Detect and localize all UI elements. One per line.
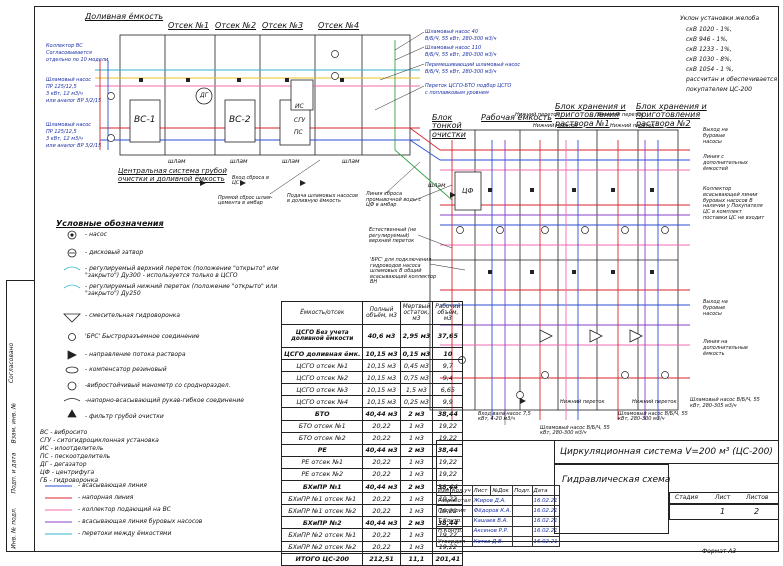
table-row: БХиПР №2 xyxy=(280,516,364,530)
note-value-3: Подача шламовых насосов в доливную ёмкос… xyxy=(287,193,358,204)
table-row: Утвердил xyxy=(436,535,473,548)
cap-h1: Полный объём, м3 xyxy=(362,301,401,325)
table-row: БХиПР №2 отсек №1 xyxy=(280,528,364,542)
note-nijn-3: Нижний переток xyxy=(610,123,655,129)
table-row: РЕ отсек №2 xyxy=(280,467,364,482)
title1-cell xyxy=(554,440,779,464)
note-shlam-2: шлам xyxy=(230,158,248,165)
table-row: Проверил xyxy=(436,505,473,517)
right-side-1: Выход на буровые насосы xyxy=(703,127,728,145)
right-side-4: Выход на буровые насосы xyxy=(703,299,728,317)
tank-ps: ПС xyxy=(294,129,303,136)
tank-is: ИС xyxy=(295,103,304,110)
right-side-6: Шламовый насос В/Б/Ч, 55 кВт, 280-305 м3… xyxy=(690,397,760,409)
left-margin-strip xyxy=(6,280,34,552)
stamp-title2: Гидравлическая схема xyxy=(562,475,671,485)
leader-lines xyxy=(269,31,506,425)
table-row: Разработал xyxy=(436,495,473,507)
tank-vs2: ВС-2 xyxy=(229,115,251,125)
note-reg-perelyv: Естественный (не регулируемый) верхний п… xyxy=(369,227,417,244)
tank-dg: ДГ xyxy=(200,92,209,99)
table-row: ЦСГО доливная ёмк. xyxy=(280,346,364,361)
table-row: ЦСГО отсек №4 xyxy=(280,395,364,409)
stamp-listov: Листов xyxy=(746,494,769,501)
stamp-list-val: 1 xyxy=(720,507,726,516)
stamp-title1: Циркуляционная система V=200 м³ (ЦС-200) xyxy=(560,447,773,457)
lower-pipes xyxy=(394,127,690,420)
lower-block-outline xyxy=(429,129,679,411)
upper-pipes xyxy=(95,40,420,150)
label-bhr2: Блок хранения и приготовления раствора №… xyxy=(636,102,707,128)
stamp-list: Лист xyxy=(715,494,731,501)
note-nijn-1: Нижний переток xyxy=(515,112,560,118)
table-row: БХиПР №1 отсек №1 xyxy=(280,492,364,506)
upper-equipment xyxy=(129,79,314,146)
note-vyhod-pump: Вход вала насос 7,5 кВт, 4-20 м3/ч xyxy=(478,411,531,422)
note-shlam-1: шлам xyxy=(168,158,186,165)
label-ots2: Отсек №2 xyxy=(215,21,257,30)
tank-vs1: ВС-1 xyxy=(134,115,156,125)
lower-equipment xyxy=(454,171,643,343)
flow-arrows xyxy=(200,180,526,404)
label-ots4: Отсек №4 xyxy=(318,21,360,30)
stadia-cell xyxy=(669,492,779,504)
note-shlam-5: шлам xyxy=(428,182,446,189)
tank-cf: ЦФ xyxy=(462,187,474,195)
table-row: БТО отсек №2 xyxy=(280,431,364,445)
table-row: ЦСГО Без учета доливной ёмкости xyxy=(280,324,364,348)
table-row: БХиПР №1 xyxy=(280,480,364,494)
note-shlam-3: шлам xyxy=(282,158,300,165)
capacity-table: Ёмкость/отсек Полный объём, м3 Мертвый о… xyxy=(280,301,464,566)
note-value-1: Вход сброса в ЦС xyxy=(232,175,269,186)
stamp-format: Формат А3 xyxy=(702,548,737,555)
right-side-2: Линия с дополнительных ёмкостей xyxy=(703,154,748,172)
note-nijn-5: Нижний переток xyxy=(632,399,677,405)
table-row: БТО xyxy=(280,407,364,421)
table-row: БХиПР №2 отсек №2 xyxy=(280,540,364,554)
note-verhn-1: Верхний переток xyxy=(598,112,644,118)
tank-sgu: СГУ xyxy=(294,117,306,124)
table-row: РЕ xyxy=(280,443,364,457)
table-row: БХиПР №1 отсек №2 xyxy=(280,504,364,518)
upper-block-outline xyxy=(119,34,411,156)
cap-h3: Рабочий объём, м3 xyxy=(432,301,464,325)
valve-markers xyxy=(139,78,654,274)
table-row: БТО отсек №1 xyxy=(280,419,364,433)
right-side-5: Линия на дополнительные ёмкость xyxy=(703,339,748,357)
legend-title: Условные обозначения xyxy=(56,219,164,228)
table-row: Т.Контр. xyxy=(436,515,473,527)
label-rab: Рабочая ёмкость xyxy=(481,113,552,122)
stamp-table: Изм Кол.уч Лист №Док Подп. Дата Разработ… xyxy=(436,484,560,548)
label-ots3: Отсек №3 xyxy=(262,21,304,30)
table-row: ЦСГО отсек №2 xyxy=(280,371,364,385)
label-bto: Блок тонкой очистки xyxy=(432,113,466,139)
table-row: РЕ отсек №1 xyxy=(280,455,364,469)
cap-h0: Ёмкость/отсек xyxy=(280,301,364,325)
note-brs: 'БРС' для подключения гидроводов насоса … xyxy=(370,257,437,285)
stamp-stadia: Стадия xyxy=(675,494,699,501)
cap-h2: Мертвый остаток, м3 xyxy=(399,301,434,325)
label-ots1: Отсек №1 xyxy=(168,21,210,30)
note-center-system: Центральная система грубой очистки и дол… xyxy=(118,167,227,183)
label-bhr1: Блок хранения и приготовления раствора №… xyxy=(555,102,626,128)
table-row: ЦСГО отсек №1 xyxy=(280,359,364,373)
note-shlam-4: шлам xyxy=(342,158,360,165)
table-row: ИТОГО ЦС-200 xyxy=(280,552,364,566)
stamp-listov-val: 2 xyxy=(754,507,760,516)
table-row: Н.Контр. xyxy=(436,525,473,537)
note-pump-bottom-2: Шламовый насос В/Б/Ч, 55 кВт, 280-300 м3… xyxy=(618,411,688,422)
label-dol-emk: Доливная ёмкость xyxy=(85,12,164,21)
note-value-2: Прямой сброс шлам-цемента в амбар xyxy=(218,195,273,206)
note-pump-bottom-1: Шламовый насос В/Б/Ч, 55 кВт, 280-300 м3… xyxy=(540,425,610,436)
note-nijn-2: Нижний переток xyxy=(533,123,578,129)
list-cells xyxy=(669,504,779,520)
right-side-3: Коллектор всасывающей линии буровых насо… xyxy=(703,186,765,221)
table-row: ЦСГО отсек №3 xyxy=(280,383,364,397)
note-liniya-sbros: Линия сброса промывочной воды с ЦФ в амб… xyxy=(366,191,422,208)
note-nijn-4: Нижний переток xyxy=(560,399,605,405)
